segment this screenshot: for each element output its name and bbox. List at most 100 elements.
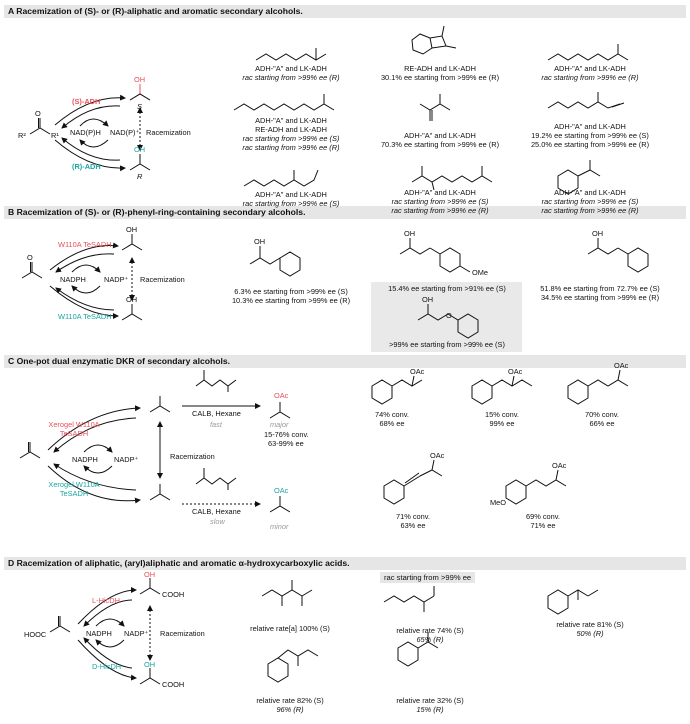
- molecule-d2: [383, 586, 435, 612]
- molecule-a5: [419, 94, 451, 121]
- enzyme-label-b-top: W110A TeSADH: [58, 240, 112, 249]
- caption-c2: 15% conv.99% ee: [485, 410, 519, 428]
- molecule-c4: [383, 459, 443, 505]
- atom-OMe: OMe: [472, 268, 489, 277]
- atom-O: O: [35, 109, 41, 118]
- molecule-b1: [249, 246, 301, 277]
- caption-c5: 69% conv.71% ee: [526, 512, 560, 530]
- yield-conv: 15-76% conv.: [264, 430, 309, 439]
- section-d-header: D Racemization of aliphatic, (aryl)aliph…: [4, 557, 686, 570]
- atom-HOOC: HOOC: [24, 630, 47, 639]
- caption-c4: 71% conv.63% ee: [396, 512, 430, 530]
- atom-COOH: COOH: [162, 590, 185, 599]
- atom-R2: R²: [18, 131, 26, 140]
- rac-tag: rac starting from >99% ee: [380, 572, 476, 583]
- atom-OH: OH: [126, 295, 138, 304]
- rate-slow: slow: [210, 517, 225, 526]
- enzyme-label-c-bot: Xerogel W110A TeSADH: [48, 480, 100, 498]
- condition-top: CALB, Hexane: [192, 409, 241, 418]
- atom-O: O: [27, 253, 33, 262]
- atom-R: R: [137, 172, 143, 181]
- atom-OAc: OAc: [614, 361, 629, 370]
- scheme-a: [29, 84, 151, 172]
- caption-b1: 6.3% ee starting from >99% ee (S)10.3% e…: [231, 287, 351, 305]
- molecule-b3: [587, 238, 649, 273]
- caption-c3: 70% conv.66% ee: [585, 410, 619, 428]
- molecule-a2: [411, 25, 457, 55]
- molecule-d1: [261, 580, 313, 606]
- caption-b4: >99% ee starting from >99% ee (S): [389, 340, 505, 349]
- enzyme-label-r: (R)-ADH: [72, 162, 101, 171]
- caption-d5: relative rate 32% (S)15% (R): [396, 696, 464, 714]
- molecule-c2: [471, 375, 533, 405]
- atom-O: O: [446, 311, 452, 320]
- product-minor: minor: [270, 522, 289, 531]
- enzyme-label-c-top: Xerogel W110A TeSADH: [48, 420, 100, 438]
- section-c-header: C One-pot dual enzymatic DKR of secondar…: [4, 355, 686, 368]
- cofactor-right: NADP⁺: [124, 629, 149, 638]
- atom-R1: R¹: [51, 131, 59, 140]
- caption-d2: relative rate 74% (S)65% (R): [396, 626, 464, 644]
- racemization-label: Racemization: [146, 128, 191, 137]
- enzyme-label-b-bot: W110A TeSADH: [58, 312, 112, 321]
- enzyme-label-d-top: L-HicDH: [92, 596, 120, 605]
- atom-OH: OH: [254, 237, 266, 246]
- cofactor-right: NAD(P)⁺: [110, 128, 140, 137]
- molecule-d3: [547, 589, 599, 615]
- molecule-d4: [267, 649, 319, 683]
- atom-OH: OH: [134, 145, 146, 154]
- enzyme-label-s: (S)-ADH: [72, 97, 101, 106]
- molecule-a1: [255, 48, 327, 61]
- molecule-c3: [567, 369, 629, 405]
- atom-OH: OH: [592, 229, 604, 238]
- yield-ee: 63-99% ee: [268, 439, 304, 448]
- cofactor-left: NAD(P)H: [70, 128, 101, 137]
- atom-MeO: MeO: [490, 498, 507, 507]
- atom-OH: OH: [422, 295, 434, 304]
- atom-OH: OH: [404, 229, 416, 238]
- caption-d3: relative rate 81% (S)50% (R): [556, 620, 624, 638]
- atom-OAc: OAc: [410, 367, 425, 376]
- molecule-d5: [397, 632, 439, 667]
- molecule-a4: [233, 94, 335, 111]
- atom-S: S: [137, 102, 142, 111]
- molecule-a8: [411, 166, 493, 191]
- scheme-d: [49, 578, 161, 685]
- enzyme-label-d-bot: D-HicDH: [92, 662, 122, 671]
- atom-OAc: OAc: [508, 367, 523, 376]
- atom-OAc: OAc: [274, 391, 289, 400]
- atom-COOH: COOH: [162, 680, 185, 689]
- atom-OH: OH: [144, 570, 156, 579]
- molecule-a6: [547, 92, 625, 109]
- cofactor-left: NADPH: [86, 629, 112, 638]
- cofactor-right: NADP⁺: [104, 275, 129, 284]
- molecule-b4: [417, 304, 479, 339]
- atom-OH: OH: [144, 660, 156, 669]
- caption-d4: relative rate 82% (S)96% (R): [256, 696, 324, 714]
- scheme-c: [19, 370, 291, 513]
- racemization-label: Racemization: [140, 275, 185, 284]
- scheme-b: [21, 234, 143, 321]
- condition-bot: CALB, Hexane: [192, 507, 241, 516]
- rate-fast: fast: [210, 420, 222, 429]
- caption-d1: relative rate[a] 100% (S): [250, 624, 330, 633]
- caption-c1: 74% conv.68% ee: [375, 410, 409, 428]
- caption-b3: 51.8% ee starting from 72.7% ee (S)34.5%…: [540, 284, 660, 302]
- molecule-c1: [371, 375, 423, 405]
- caption-b2: 15.4% ee starting from >91% ee (S): [388, 284, 506, 293]
- atom-OH: OH: [126, 225, 138, 234]
- atom-OAc: OAc: [430, 451, 445, 460]
- molecule-b2: [399, 238, 471, 273]
- highlight-box-b4: [371, 282, 522, 352]
- product-major: major: [270, 420, 289, 429]
